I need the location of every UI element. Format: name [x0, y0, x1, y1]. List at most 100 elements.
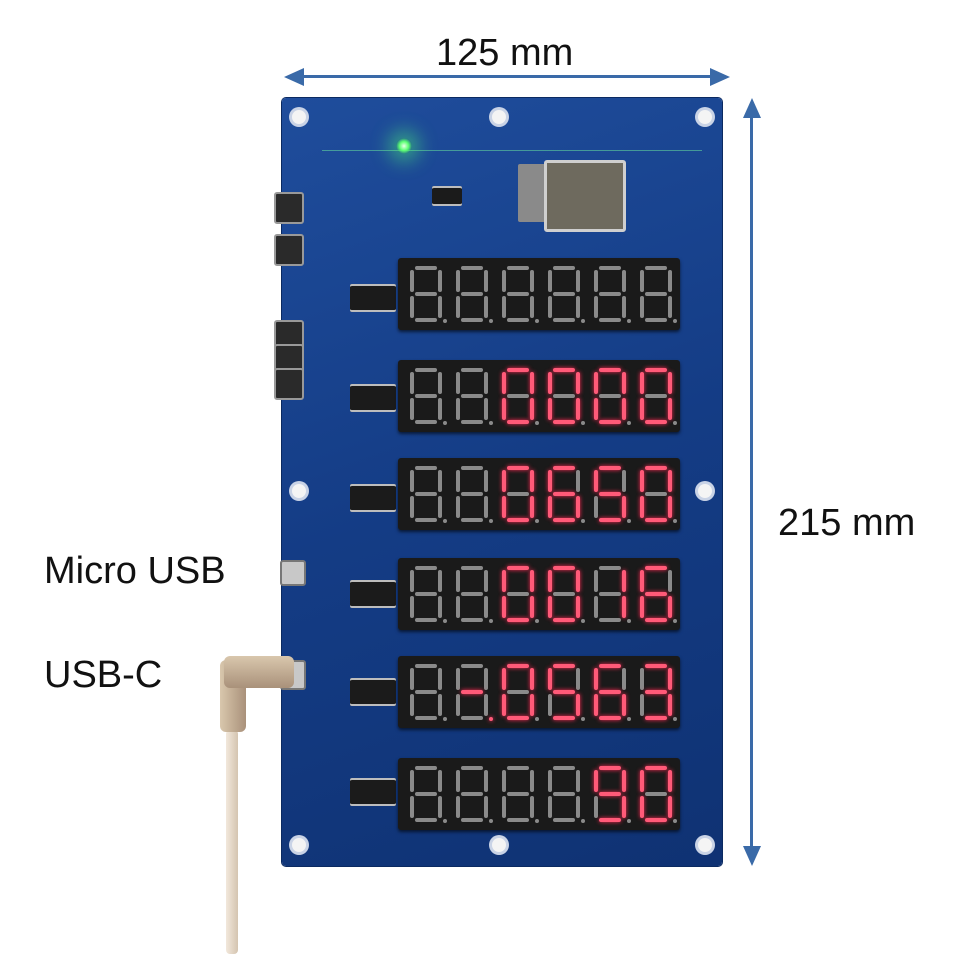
segment — [553, 394, 575, 398]
segment — [502, 398, 506, 420]
segment — [484, 668, 488, 690]
segment — [594, 570, 598, 592]
segment — [456, 694, 460, 716]
segment — [576, 770, 580, 792]
segment — [553, 292, 575, 296]
segment — [438, 596, 442, 618]
segment — [461, 420, 483, 424]
segment — [461, 566, 483, 570]
height-arrow-top-head — [743, 98, 761, 118]
segment — [640, 496, 644, 518]
segment — [438, 470, 442, 492]
segment — [456, 770, 460, 792]
segment — [530, 496, 534, 518]
decimal-point — [581, 717, 585, 721]
segment-digit — [588, 365, 632, 427]
segment — [668, 570, 672, 592]
segment-digit — [404, 563, 448, 625]
segment — [576, 694, 580, 716]
segment — [502, 296, 506, 318]
decimal-point — [627, 421, 631, 425]
usb-c-plug — [224, 656, 294, 688]
decimal-point — [673, 421, 677, 425]
driver-chip — [350, 580, 396, 608]
segment — [410, 694, 414, 716]
segment — [415, 618, 437, 622]
segment — [456, 372, 460, 394]
segment — [438, 668, 442, 690]
segment-digit — [588, 463, 632, 525]
segment — [594, 668, 598, 690]
segment — [640, 296, 644, 318]
decimal-point — [581, 421, 585, 425]
segment — [645, 518, 667, 522]
segment — [415, 466, 437, 470]
segment — [599, 618, 621, 622]
segment — [502, 496, 506, 518]
segment-digit — [496, 263, 540, 325]
segment — [640, 668, 644, 690]
segment — [456, 496, 460, 518]
decimal-point — [673, 717, 677, 721]
segment-digit — [542, 661, 586, 723]
segment — [410, 570, 414, 592]
segment — [461, 292, 483, 296]
segment-digit — [496, 463, 540, 525]
segment — [599, 566, 621, 570]
segment — [668, 770, 672, 792]
segment — [645, 394, 667, 398]
segment-digit — [542, 563, 586, 625]
segment-digit — [542, 763, 586, 825]
decimal-point — [673, 319, 677, 323]
reset-button — [274, 234, 304, 266]
segment — [484, 770, 488, 792]
segment — [668, 270, 672, 292]
segment — [484, 372, 488, 394]
segment — [461, 818, 483, 822]
segment — [622, 470, 626, 492]
segment — [553, 664, 575, 668]
segment — [668, 372, 672, 394]
segment — [599, 292, 621, 296]
seven-segment-display-4 — [398, 558, 680, 630]
decimal-point — [535, 421, 539, 425]
segment-digit — [542, 463, 586, 525]
segment — [502, 668, 506, 690]
segment-digit — [496, 365, 540, 427]
segment — [415, 766, 437, 770]
segment — [461, 466, 483, 470]
segment — [622, 496, 626, 518]
mount-hole — [292, 110, 306, 124]
segment — [668, 694, 672, 716]
segment — [507, 792, 529, 796]
segment — [530, 570, 534, 592]
segment — [640, 372, 644, 394]
segment — [553, 618, 575, 622]
segment — [645, 818, 667, 822]
decimal-point — [581, 519, 585, 523]
segment-digit — [450, 463, 494, 525]
segment — [415, 266, 437, 270]
segment-digit — [450, 263, 494, 325]
segment — [410, 296, 414, 318]
segment-digit — [404, 263, 448, 325]
status-led — [396, 138, 412, 154]
segment — [645, 292, 667, 296]
segment — [438, 270, 442, 292]
segment — [640, 570, 644, 592]
segment-digit — [634, 365, 678, 427]
segment — [594, 796, 598, 818]
segment — [553, 792, 575, 796]
segment — [622, 770, 626, 792]
decimal-point — [535, 717, 539, 721]
segment — [410, 596, 414, 618]
segment — [622, 270, 626, 292]
segment — [640, 398, 644, 420]
segment — [594, 496, 598, 518]
segment — [553, 716, 575, 720]
segment — [461, 492, 483, 496]
segment — [548, 796, 552, 818]
segment — [507, 690, 529, 694]
segment — [599, 368, 621, 372]
segment — [599, 492, 621, 496]
